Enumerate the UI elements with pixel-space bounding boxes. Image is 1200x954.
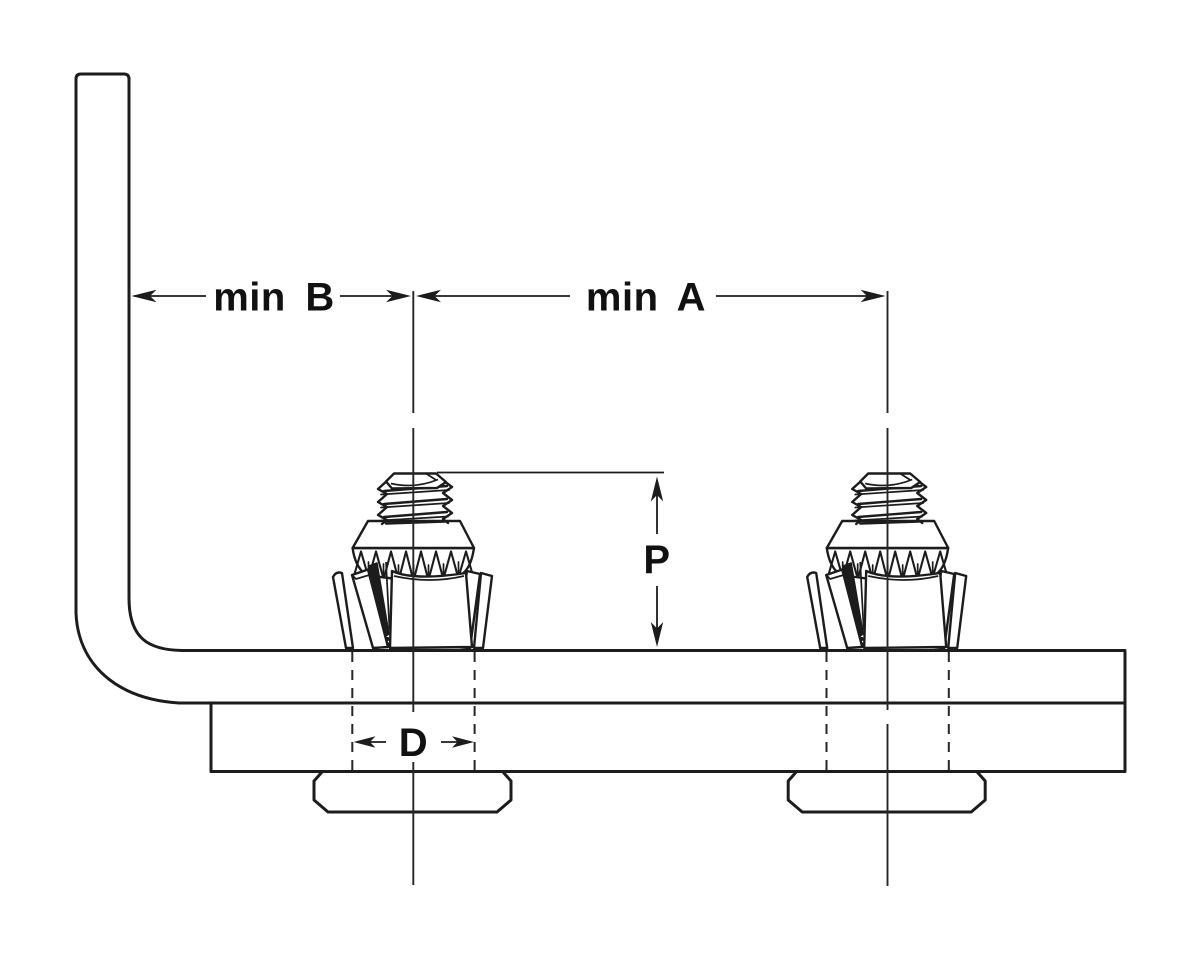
dim-p: P <box>437 471 670 647</box>
hole-1-dashed-lines <box>351 652 476 771</box>
dim-d: D <box>353 721 474 765</box>
min-a-arrow-left <box>416 289 441 303</box>
min-a-label: min A <box>586 276 706 320</box>
min-b-label: min B <box>213 276 335 320</box>
p-arrow-down <box>650 622 664 647</box>
hole-2-dashed-lines <box>825 652 950 771</box>
bottom-plate-outline <box>209 701 1127 773</box>
l-bracket-outline <box>74 72 1127 705</box>
d-label: D <box>399 721 428 765</box>
dim-min-a: min A <box>416 276 886 320</box>
min-b-arrow-right <box>386 289 411 303</box>
p-label: P <box>643 538 670 582</box>
min-b-arrow-left <box>131 289 157 303</box>
dim-min-b: min B <box>131 276 411 320</box>
d-arrow-right <box>452 736 474 748</box>
d-arrow-left <box>353 736 376 748</box>
p-arrow-up <box>650 476 664 502</box>
min-a-arrow-right <box>860 289 886 303</box>
